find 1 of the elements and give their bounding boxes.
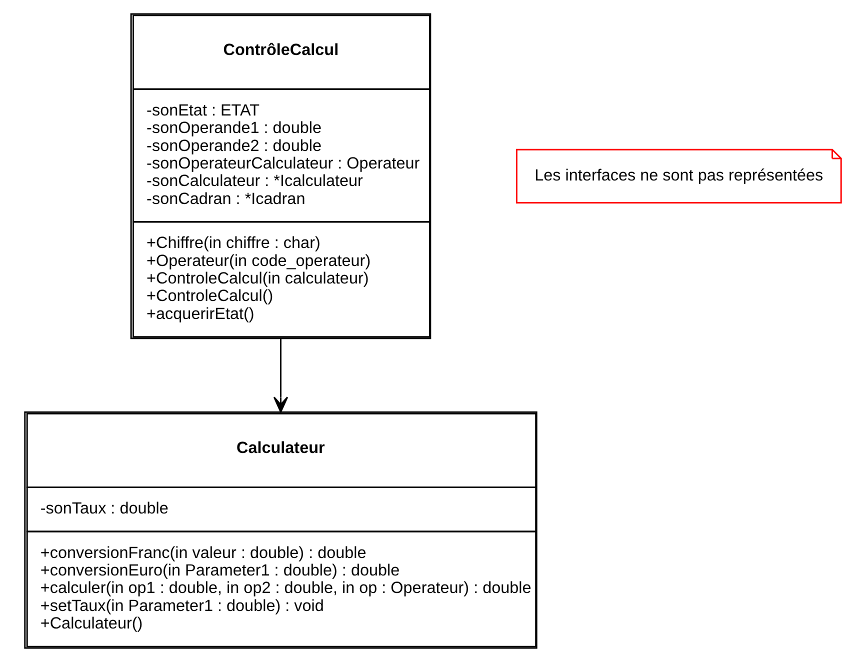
arrow xyxy=(273,338,288,413)
